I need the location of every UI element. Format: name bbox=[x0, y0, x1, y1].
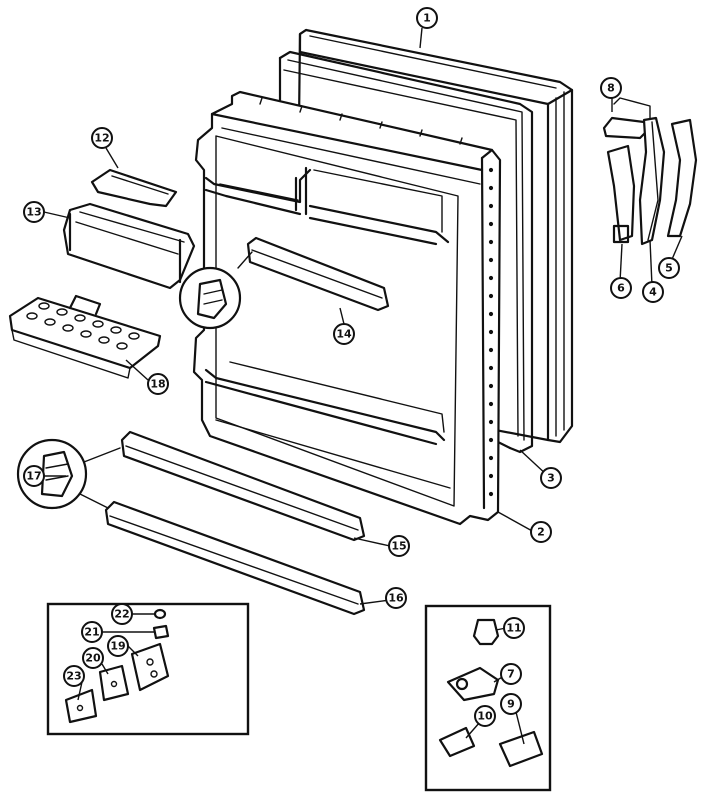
callout-20-label: 20 bbox=[85, 652, 101, 665]
callout-4: 4 bbox=[642, 281, 664, 303]
callout-18-label: 18 bbox=[150, 378, 165, 391]
callout-5: 5 bbox=[658, 257, 680, 279]
callout-21: 21 bbox=[81, 621, 103, 643]
callout-6: 6 bbox=[610, 277, 632, 299]
callout-11-label: 11 bbox=[506, 622, 521, 635]
callout-1: 1 bbox=[416, 7, 438, 29]
callout-16: 16 bbox=[385, 587, 407, 609]
callout-7: 7 bbox=[500, 663, 522, 685]
callout-23-label: 23 bbox=[66, 670, 81, 683]
egg-tray bbox=[8, 294, 162, 379]
callout-3-label: 3 bbox=[547, 472, 555, 485]
shelf-rail-lower-2 bbox=[104, 500, 366, 616]
detail-circle-lower bbox=[16, 438, 121, 510]
callout-14: 14 bbox=[333, 323, 355, 345]
callout-4-label: 4 bbox=[649, 286, 657, 299]
callout-2: 2 bbox=[530, 521, 552, 543]
callout-22: 22 bbox=[111, 603, 133, 625]
callout-18: 18 bbox=[147, 373, 169, 395]
inner-door-liner bbox=[192, 90, 502, 526]
callout-9: 9 bbox=[500, 693, 522, 715]
callout-1-label: 1 bbox=[423, 12, 431, 25]
callout-6-label: 6 bbox=[617, 282, 625, 295]
callout-2-label: 2 bbox=[537, 526, 545, 539]
shelf-rail-lower-1 bbox=[120, 430, 366, 542]
shelf-rail-upper bbox=[246, 236, 390, 312]
callout-14-label: 14 bbox=[336, 328, 352, 341]
callout-19: 19 bbox=[107, 635, 129, 657]
dairy-door bbox=[90, 168, 178, 208]
callout-9-label: 9 bbox=[507, 698, 515, 711]
callout-15: 15 bbox=[388, 535, 410, 557]
callout-8-label: 8 bbox=[607, 82, 615, 95]
egg-cups bbox=[26, 302, 140, 350]
callout-19-label: 19 bbox=[110, 640, 125, 653]
callout-12-label: 12 bbox=[94, 132, 109, 145]
callout-20: 20 bbox=[82, 647, 104, 669]
callout-12: 12 bbox=[91, 127, 113, 149]
inset-box-left bbox=[46, 602, 250, 736]
detail-circle-upper bbox=[178, 251, 253, 330]
callout-16-label: 16 bbox=[388, 592, 404, 605]
callout-13-label: 13 bbox=[26, 206, 41, 219]
callout-21-label: 21 bbox=[84, 626, 99, 639]
callout-17-label: 17 bbox=[26, 470, 41, 483]
callout-5-label: 5 bbox=[665, 262, 673, 275]
callout-13: 13 bbox=[23, 201, 45, 223]
inset-box-right bbox=[424, 604, 552, 792]
callout-3: 3 bbox=[540, 467, 562, 489]
door-gasket bbox=[278, 50, 534, 454]
callout-23: 23 bbox=[63, 665, 85, 687]
callout-7-label: 7 bbox=[507, 668, 515, 681]
hinge-parts-right bbox=[602, 97, 698, 246]
dairy-bin bbox=[62, 202, 196, 290]
flange-holes bbox=[488, 167, 494, 497]
callout-11: 11 bbox=[503, 617, 525, 639]
callout-10: 10 bbox=[474, 705, 496, 727]
callout-15-label: 15 bbox=[391, 540, 406, 553]
callout-8: 8 bbox=[600, 77, 622, 99]
callout-17: 17 bbox=[23, 465, 45, 487]
callout-10-label: 10 bbox=[477, 710, 493, 723]
callout-22-label: 22 bbox=[114, 608, 129, 621]
